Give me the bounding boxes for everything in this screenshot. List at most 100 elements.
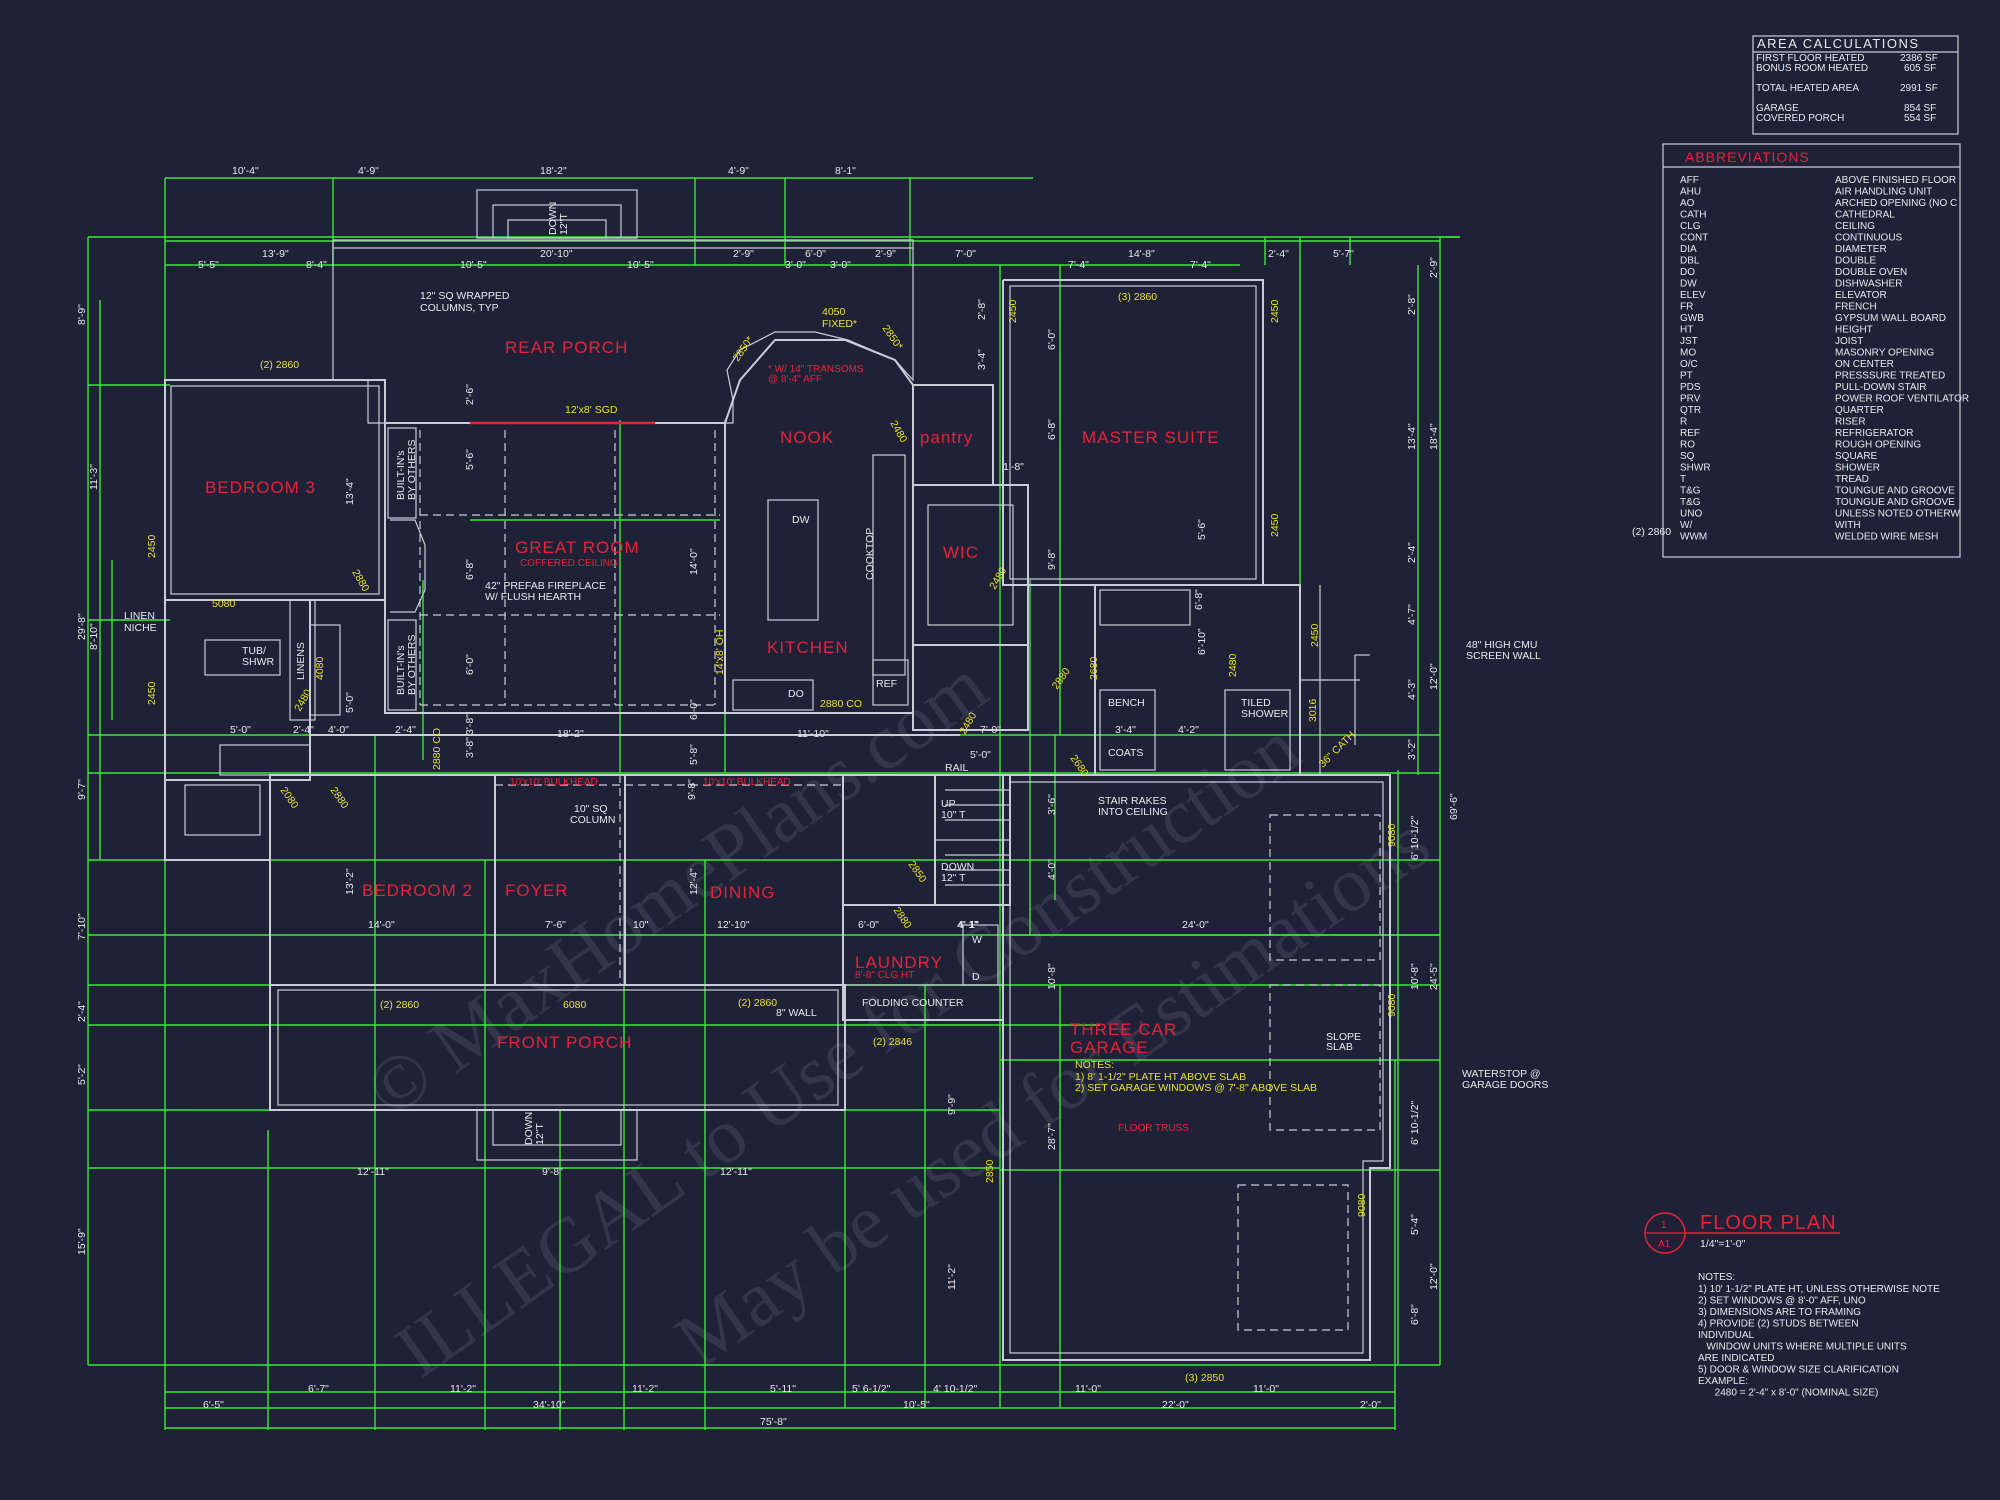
abbr-meaning: MASONRY OPENING [1835, 348, 1934, 359]
dim-int-37: 6'-8" [464, 559, 476, 580]
tag-master-window-r2: 2450 [1269, 513, 1281, 537]
dim-right-16: 6'-8" [1409, 1304, 1421, 1325]
room-laundry: LAUNDRY [855, 953, 943, 972]
area-calc-title: AREA CALCULATIONS [1757, 36, 1920, 51]
abbr-code: PRV [1680, 394, 1701, 405]
washer-label: W [972, 934, 982, 946]
abbr-meaning: POWER ROOF VENTILATOR [1835, 394, 1969, 405]
abbr-meaning: WITH [1835, 520, 1861, 531]
tub-label-2: SHWR [242, 656, 274, 668]
abbr-meaning: TREAD [1835, 474, 1869, 485]
walls [164, 189, 1391, 1361]
dim-left-5: 7'-10" [76, 913, 88, 940]
note-line: 3) DIMENSIONS ARE TO FRAMING [1698, 1307, 1861, 1318]
dim-int-1: 18'-2" [557, 728, 584, 740]
dim-top2-1: 20'-10" [540, 248, 573, 260]
builtins-top-1: BUILT-IN's [395, 450, 407, 500]
dim-right-14: 5'-4" [1409, 1214, 1421, 1235]
cmu-note-1: 48" HIGH CMU [1466, 639, 1537, 651]
tag-bath-door: 2680 [1088, 656, 1100, 680]
dim-bot1-5: 4' 10-1/2" [933, 1383, 978, 1395]
dim-int-10: 9'-8" [542, 1166, 563, 1178]
linens-label: LINENS [295, 642, 307, 680]
dim-int-19: 11'-2" [946, 1264, 958, 1290]
title-number: 1 [1661, 1220, 1667, 1231]
dim-bot1-7: 11'-0" [1253, 1383, 1279, 1395]
abbr-meaning: ABOVE FINISHED FLOOR [1835, 175, 1956, 186]
dim-int-17: 6'-10" [1196, 628, 1208, 655]
garage-notes: NOTES: 1) 8' 1-1/2" PLATE HT ABOVE SLAB … [1075, 1059, 1317, 1094]
room-garage-line2: GARAGE [1070, 1038, 1149, 1057]
room-pantry: pantry [920, 428, 973, 447]
note-line: 5) DOOR & WINDOW SIZE CLARIFICATION [1698, 1365, 1899, 1376]
abbr-meaning: ELEVATOR [1835, 290, 1887, 301]
abbr-meaning: ON CENTER [1835, 359, 1894, 370]
dim-int-42: 9'-8" [686, 779, 698, 800]
title-floor-plan: FLOOR PLAN [1700, 1212, 1837, 1234]
abbr-code: DIA [1680, 244, 1697, 255]
abbr-meaning: GYPSUM WALL BOARD [1835, 313, 1946, 324]
dim-left-0: 8'-9" [76, 304, 88, 325]
abbr-code: O/C [1680, 359, 1698, 370]
tag-linen-door: 4080 [314, 656, 326, 680]
abbr-code: AFF [1680, 175, 1699, 186]
room-laundry-sub: 8'-8" CLG HT [855, 970, 914, 981]
note-line: 2) SET WINDOWS @ 8'-0" AFF, UNO [1698, 1296, 1866, 1307]
area-row2-label: TOTAL HEATED AREA [1756, 83, 1859, 94]
abbr-code: AHU [1680, 187, 1701, 198]
abbr-code: CATH [1680, 210, 1706, 221]
dim-top3-6: 7'-4" [1068, 259, 1089, 271]
dimension-text: 10'-4" 4'-9" 18'-2" 4'-9" 8'-1" 13'-9" 2… [76, 165, 1460, 1428]
builtins-bottom-1: BUILT-IN's [395, 645, 407, 695]
room-bedroom2: BEDROOM 2 [362, 881, 473, 900]
cooktop-label: COOKTOP [864, 528, 876, 580]
dim-left-6: 2'-4" [76, 1001, 88, 1022]
dim-int-24: 9'-8" [1046, 549, 1058, 570]
note-line: 2480 = 2'-4" x 8'-0" (NOMINAL SIZE) [1698, 1388, 1878, 1399]
room-master-suite: MASTER SUITE [1082, 428, 1220, 447]
title-block: 1 A1 FLOOR PLAN 1/4"=1'-0" [1644, 1212, 1840, 1254]
abbr-meaning: PRESSSURE TREATED [1835, 371, 1945, 382]
abbr-meaning: TOUNGUE AND GROOVE [1835, 486, 1955, 497]
dim-int-41: 6'-8" [1193, 589, 1205, 610]
abbr-meaning: CEILING [1835, 221, 1875, 232]
abbr-code: CLG [1680, 221, 1701, 232]
transoms-label-2: @ 8'-4" AFF [768, 374, 822, 385]
dim-int-27: 6'-0" [464, 654, 476, 675]
tag-garage-rear-windows: (3) 2850 [1185, 1372, 1224, 1384]
dim-top1-3: 4'-9" [728, 165, 749, 177]
fireplace-note-2: W/ FLUSH HEARTH [485, 591, 581, 603]
dim-top2-3: 6'-0" [805, 248, 826, 260]
dim-top2-7: 2'-4" [1268, 248, 1289, 260]
slope-slab-2: SLAB [1326, 1041, 1353, 1053]
tag-2850-left: 2850* [731, 334, 757, 363]
dim-int-29: 3'-8" [464, 737, 476, 758]
note-line: 4) PROVIDE (2) STUDS BETWEEN [1698, 1319, 1859, 1330]
abbr-code: WWM [1680, 532, 1707, 543]
room-great-room-sub: COFFERED CEILING [520, 558, 618, 569]
transoms-label-1: * W/ 14" TRANSOMS [768, 364, 864, 375]
tag-bed3-door: 2880 [349, 568, 371, 594]
abbr-code: T&G [1680, 497, 1701, 508]
tag-bath-window: 2450 [1309, 623, 1321, 647]
area-row1-value: 605 SF [1904, 63, 1936, 74]
abbr-code: T [1680, 474, 1686, 485]
rear-down-count: 12"T [558, 213, 570, 235]
abbr-title: ABBREVIATIONS [1685, 149, 1810, 165]
abbr-code: FR [1680, 302, 1693, 313]
abbr-code: GWB [1680, 313, 1704, 324]
dim-int-11: 12'-11" [720, 1166, 752, 1178]
area-row2-value: 2991 SF [1900, 83, 1938, 94]
abbr-code: AO [1680, 198, 1695, 209]
room-wic: WIC [943, 543, 979, 562]
floor-truss-label: FLOOR TRUSS [1118, 1123, 1189, 1134]
tag-master-window-r1: 2450 [1269, 299, 1281, 323]
room-garage-line1: THREE CAR [1070, 1020, 1177, 1039]
tag-5080: 5080 [212, 598, 236, 610]
dim-int-15: 3'-4" [1115, 724, 1136, 736]
dim-right-4: 2'-4" [1406, 542, 1418, 563]
dim-int-30: 4'-0" [328, 724, 349, 736]
dim-top2-6: 14'-8" [1128, 248, 1155, 260]
dim-bot1-1: 11'-2" [450, 1383, 476, 1395]
